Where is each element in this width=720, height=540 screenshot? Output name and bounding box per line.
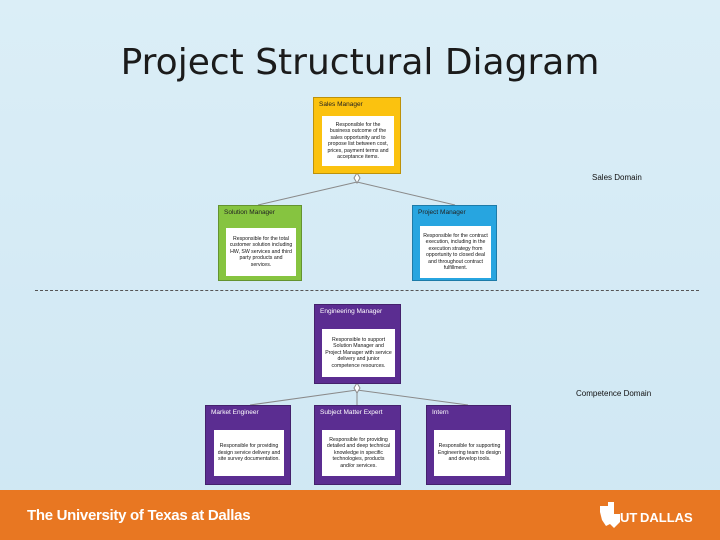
university-name: The University of Texas at Dallas (27, 507, 251, 524)
intern-box: Intern Responsible for supporting Engine… (426, 405, 511, 485)
solution-manager-desc: Responsible for the total customer solut… (226, 228, 296, 276)
svg-text:UT: UT (620, 510, 637, 525)
project-manager-title: Project Manager (418, 209, 466, 216)
domain-separator (35, 290, 699, 291)
project-manager-desc: Responsible for the contract execution, … (420, 226, 491, 278)
engineering-manager-desc: Responsible to support Solution Manager … (322, 329, 395, 377)
sme-box: Subject Matter Expert Responsible for pr… (314, 405, 401, 485)
intern-desc: Responsible for supporting Engineering t… (434, 430, 505, 476)
engineering-manager-box: Engineering Manager Responsible to suppo… (314, 304, 401, 384)
market-engineer-title: Market Engineer (211, 409, 259, 416)
sales-manager-title: Sales Manager (319, 101, 363, 108)
competence-domain-label: Competence Domain (576, 389, 652, 398)
sales-manager-box: Sales Manager Responsible for the busine… (313, 97, 401, 174)
logo-text: DALLAS (640, 510, 693, 525)
solution-manager-box: Solution Manager Responsible for the tot… (218, 205, 302, 281)
aggregation-diamond-eng (353, 382, 361, 394)
aggregation-diamond-sales (353, 172, 361, 184)
sales-domain-label: Sales Domain (592, 173, 642, 182)
sme-title: Subject Matter Expert (320, 409, 383, 416)
connector-sales-solution (257, 181, 358, 206)
market-engineer-desc: Responsible for providing design service… (214, 430, 284, 476)
market-engineer-box: Market Engineer Responsible for providin… (205, 405, 291, 485)
connector-eng-intern (356, 389, 469, 406)
intern-title: Intern (432, 409, 449, 416)
sales-manager-desc: Responsible for the business outcome of … (322, 116, 394, 166)
footer-bar: The University of Texas at Dallas UT DAL… (0, 490, 720, 540)
project-manager-box: Project Manager Responsible for the cont… (412, 205, 497, 281)
engineering-manager-title: Engineering Manager (320, 308, 383, 315)
connector-eng-market (249, 389, 358, 406)
page-title: Project Structural Diagram (120, 42, 600, 83)
sme-desc: Responsible for providing detailed and d… (322, 430, 395, 476)
ut-dallas-logo: UT DALLAS (600, 502, 693, 528)
connector-sales-project (356, 181, 456, 206)
solution-manager-title: Solution Manager (224, 209, 275, 216)
